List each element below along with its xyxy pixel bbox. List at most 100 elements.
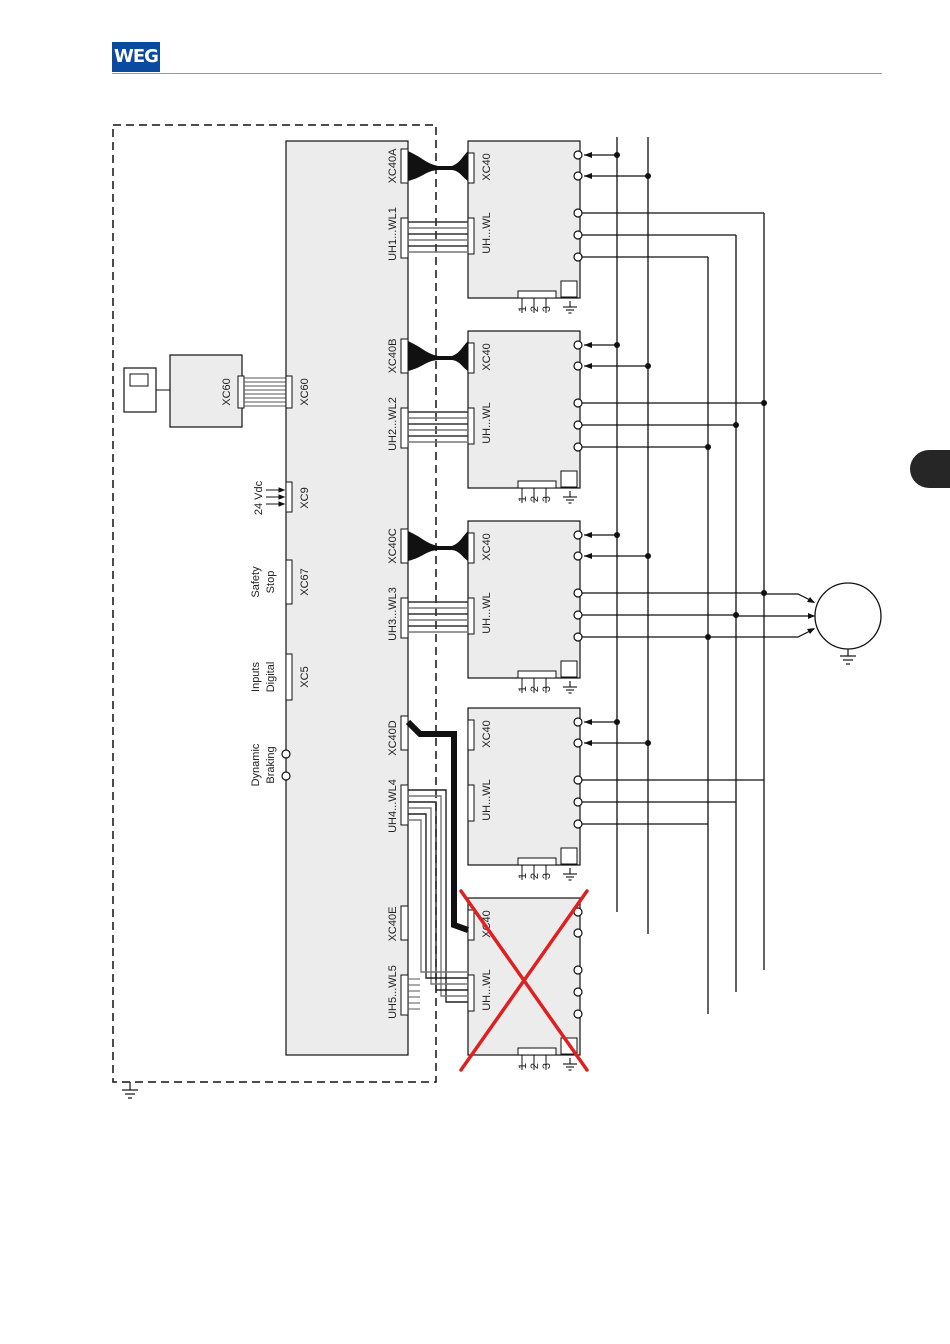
cu-connector-pair — [401, 339, 468, 448]
xc40-label: XC40 — [481, 533, 493, 561]
heatsink-square — [561, 848, 577, 864]
module-terminal — [574, 531, 582, 539]
terminal-block — [518, 671, 556, 678]
terminal-block — [518, 291, 556, 298]
xc40b-label: XC40B — [387, 339, 399, 374]
ground-icon — [563, 868, 577, 880]
cu-xc40-connector — [401, 529, 408, 563]
ground-icon — [563, 491, 577, 503]
safety-label-2: Stop — [265, 571, 277, 594]
bus-arrow — [584, 152, 592, 158]
bypass-power-wire — [408, 814, 468, 978]
cu-xc40-connector — [401, 906, 408, 940]
bus-lines — [617, 137, 764, 1014]
signal-ribbon — [408, 531, 468, 561]
heatsink-square — [561, 471, 577, 487]
xc40-connector — [468, 720, 474, 750]
module-terminal — [574, 820, 582, 828]
bus-arrow — [584, 532, 592, 538]
xc5-connector — [286, 654, 292, 700]
terminal-label: 3 — [541, 686, 553, 692]
terminal-block — [518, 481, 556, 488]
module-terminal — [574, 341, 582, 349]
motor — [815, 583, 881, 649]
bus-arrow — [584, 719, 592, 725]
bypass-power-wire — [408, 820, 468, 972]
uh-label: UH...WL — [481, 212, 493, 254]
xc40-label: XC40 — [481, 343, 493, 371]
hmi-cable — [244, 378, 286, 406]
heatsink-square — [561, 281, 577, 297]
uh-label: UH...WL — [481, 592, 493, 634]
terminal-label: 2 — [529, 686, 541, 692]
bypass-power-wire — [408, 808, 468, 984]
terminal-block — [518, 858, 556, 865]
bus-arrow — [584, 553, 592, 559]
module-terminal — [574, 798, 582, 806]
module-terminal — [574, 966, 582, 974]
terminal-label: 1 — [517, 686, 529, 692]
ground-icon — [563, 681, 577, 693]
cu-connector-pair — [401, 529, 468, 638]
xc40c-label: XC40C — [387, 528, 399, 564]
uh-connector — [468, 218, 474, 254]
module-terminal — [574, 209, 582, 217]
heatsink-square — [561, 661, 577, 677]
terminal-label: 3 — [541, 306, 553, 312]
bypass-signal-cable — [408, 722, 468, 930]
module-terminal — [574, 739, 582, 747]
uh-label: UH...WL — [481, 969, 493, 1011]
bus-arrow — [584, 740, 592, 746]
keypad-icon — [124, 368, 170, 412]
xc40-connector — [468, 910, 474, 940]
power-modules: XC40UH...WL123XC40UH...WL123XC40UH...WL1… — [401, 141, 767, 1070]
module-terminal — [574, 172, 582, 180]
xc40-label: XC40 — [481, 153, 493, 181]
xc40-connector — [468, 153, 474, 183]
xc40-label: XC40 — [481, 720, 493, 748]
module-terminal — [574, 552, 582, 560]
cu-uh-connector — [401, 975, 408, 1015]
module-terminal — [574, 776, 582, 784]
bus-arrow — [584, 342, 592, 348]
supply-arrows — [266, 488, 284, 506]
module-terminal — [574, 988, 582, 996]
cu-uh-connector — [401, 218, 408, 258]
module-terminal — [574, 929, 582, 937]
bypass-wiring — [408, 722, 468, 1009]
uh2-label: UH2...WL2 — [387, 397, 399, 451]
xc60-connector — [286, 376, 292, 408]
bypass-power-wire — [408, 802, 468, 990]
xc5-label: XC5 — [299, 666, 311, 687]
bus-arrow — [584, 173, 592, 179]
braking-label-1: Dynamic — [250, 743, 262, 786]
module-terminal — [574, 1010, 582, 1018]
terminal-label: 2 — [529, 873, 541, 879]
uh-connector — [468, 785, 474, 821]
uh4-label: UH4...WL4 — [387, 779, 399, 833]
cu-connector-pair — [401, 149, 468, 258]
hmi-connector-label: XC60 — [221, 378, 233, 406]
xc9-connector — [286, 482, 292, 512]
terminal-label: 2 — [529, 496, 541, 502]
uh-connector — [468, 408, 474, 444]
xc67-connector — [286, 560, 292, 604]
xc40e-label: XC40E — [387, 907, 399, 942]
terminal-block — [518, 1048, 556, 1055]
module-terminal — [574, 151, 582, 159]
uh5-label: UH5...WL5 — [387, 965, 399, 1019]
terminal-label: 1 — [517, 496, 529, 502]
terminal-label: 3 — [541, 496, 553, 502]
cu-xc40-connector — [401, 716, 408, 750]
supply-label: 24 Vdc — [253, 480, 265, 515]
safety-label-1: Safety — [250, 566, 262, 598]
uh-label: UH...WL — [481, 402, 493, 444]
cu-uh-connector — [401, 785, 408, 825]
uh1-label: UH1...WL1 — [387, 207, 399, 261]
signal-ribbon — [408, 341, 468, 371]
xc40-connector — [468, 343, 474, 373]
module-terminal — [574, 611, 582, 619]
xc40-connector — [468, 533, 474, 563]
